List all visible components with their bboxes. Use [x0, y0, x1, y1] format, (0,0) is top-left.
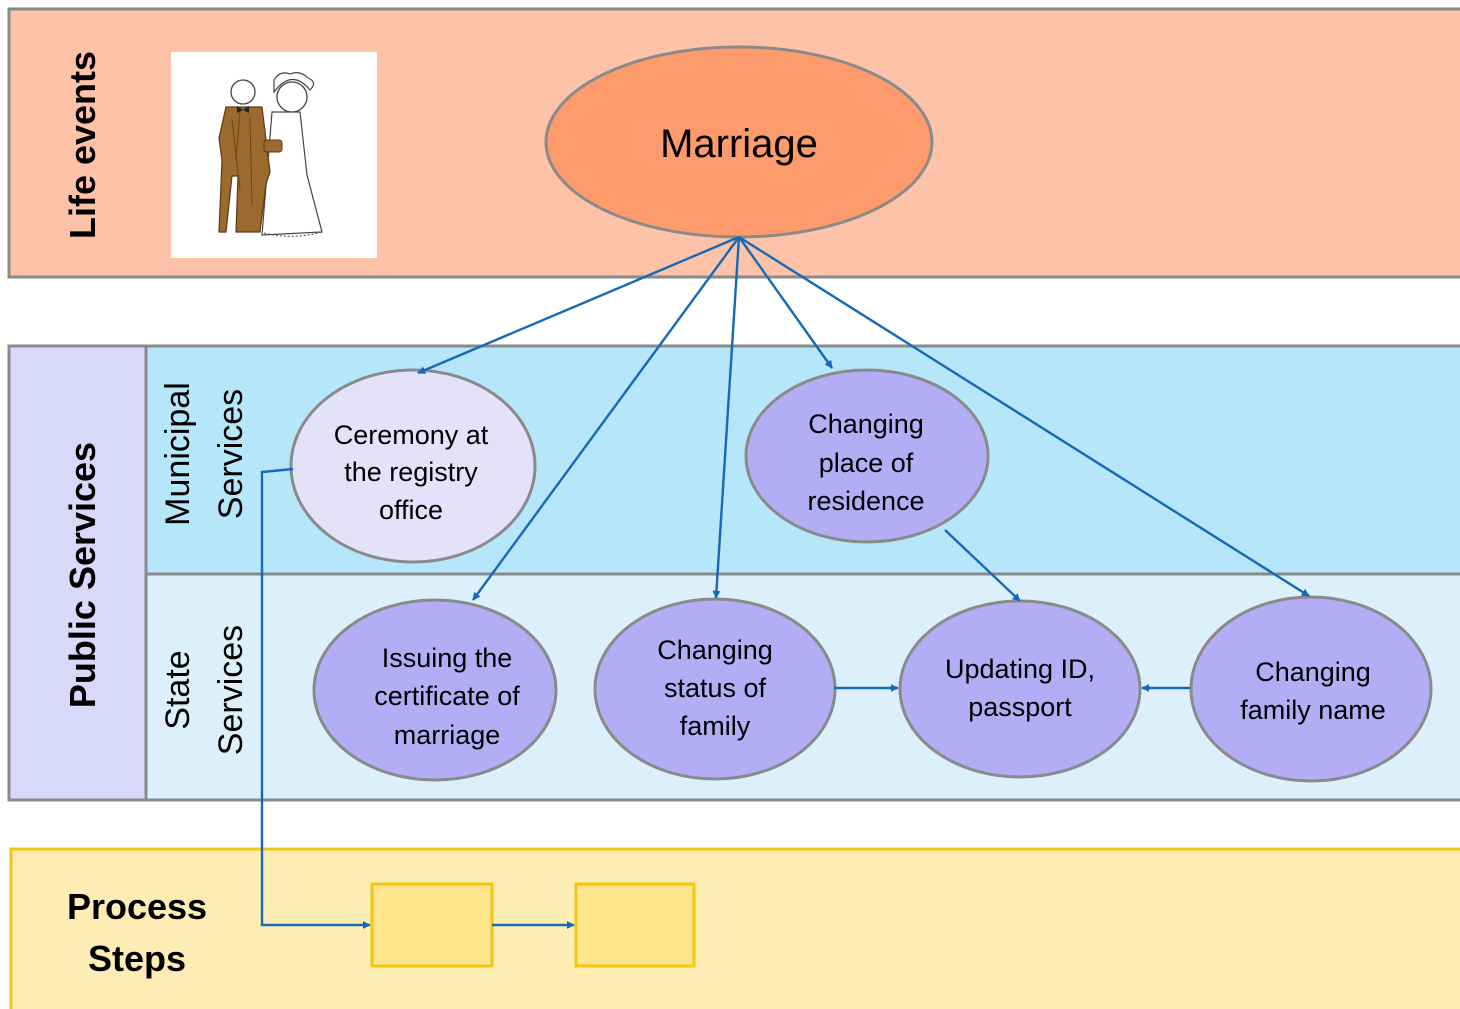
process-steps-lane: Process Steps — [9, 847, 1460, 1009]
bride-groom-icon — [171, 52, 377, 258]
arrow-marriage-family-status — [712, 236, 741, 599]
process-steps-label-line1: Process — [67, 886, 207, 927]
family-status-line1: Changing — [657, 635, 773, 665]
arrow-residence-id — [944, 529, 1021, 602]
life-events-label: Life events — [62, 51, 103, 239]
id-passport-node: Updating ID, passport — [898, 599, 1142, 779]
family-status-line3: family — [680, 711, 751, 741]
ceremony-line3: office — [379, 495, 443, 525]
marriage-node: Marriage — [544, 45, 934, 239]
life-events-lane: Life events Marriage — [7, 7, 1460, 279]
certificate-line1: Issuing the — [382, 643, 513, 673]
municipal-label-line1: Municipal — [159, 382, 197, 526]
state-label-line2: Services — [212, 625, 250, 755]
residence-line2: place of — [819, 448, 914, 478]
residence-line3: residence — [807, 486, 924, 516]
marriage-label: Marriage — [660, 122, 818, 166]
family-name-line1: Changing — [1255, 657, 1371, 687]
arrow-marriage-family-name — [738, 235, 1310, 598]
state-label-line1: State — [159, 650, 197, 729]
connectors — [260, 235, 1310, 929]
arrow-marriage-residence — [738, 236, 833, 369]
id-passport-line2: passport — [968, 692, 1072, 722]
certificate-line2: certificate of — [374, 681, 520, 711]
ceremony-line1: Ceremony at — [334, 420, 489, 450]
process-step-box-1 — [370, 882, 494, 968]
process-step-box-2 — [574, 882, 696, 968]
ceremony-line2: the registry — [344, 457, 478, 487]
family-status-node: Changing status of family — [593, 597, 837, 781]
family-name-line2: family name — [1240, 695, 1386, 725]
process-steps-band — [9, 847, 1460, 1009]
municipal-label-line2: Services — [212, 389, 250, 519]
family-name-node: Changing family name — [1189, 595, 1433, 783]
residence-node: Changing place of residence — [744, 368, 990, 544]
ceremony-node: Ceremony at the registry office — [289, 368, 537, 564]
process-steps-label-line2: Steps — [88, 938, 186, 979]
arrow-marriage-certificate — [472, 236, 740, 601]
arrow-ceremony-process — [260, 467, 371, 929]
certificate-line3: marriage — [394, 720, 501, 750]
id-passport-line1: Updating ID, — [945, 654, 1095, 684]
residence-line1: Changing — [808, 409, 924, 439]
family-status-line2: status of — [664, 673, 767, 703]
public-services-label: Public Services — [62, 442, 103, 708]
certificate-node: Issuing the certificate of marriage — [312, 598, 558, 782]
arrow-marriage-ceremony — [417, 235, 740, 375]
